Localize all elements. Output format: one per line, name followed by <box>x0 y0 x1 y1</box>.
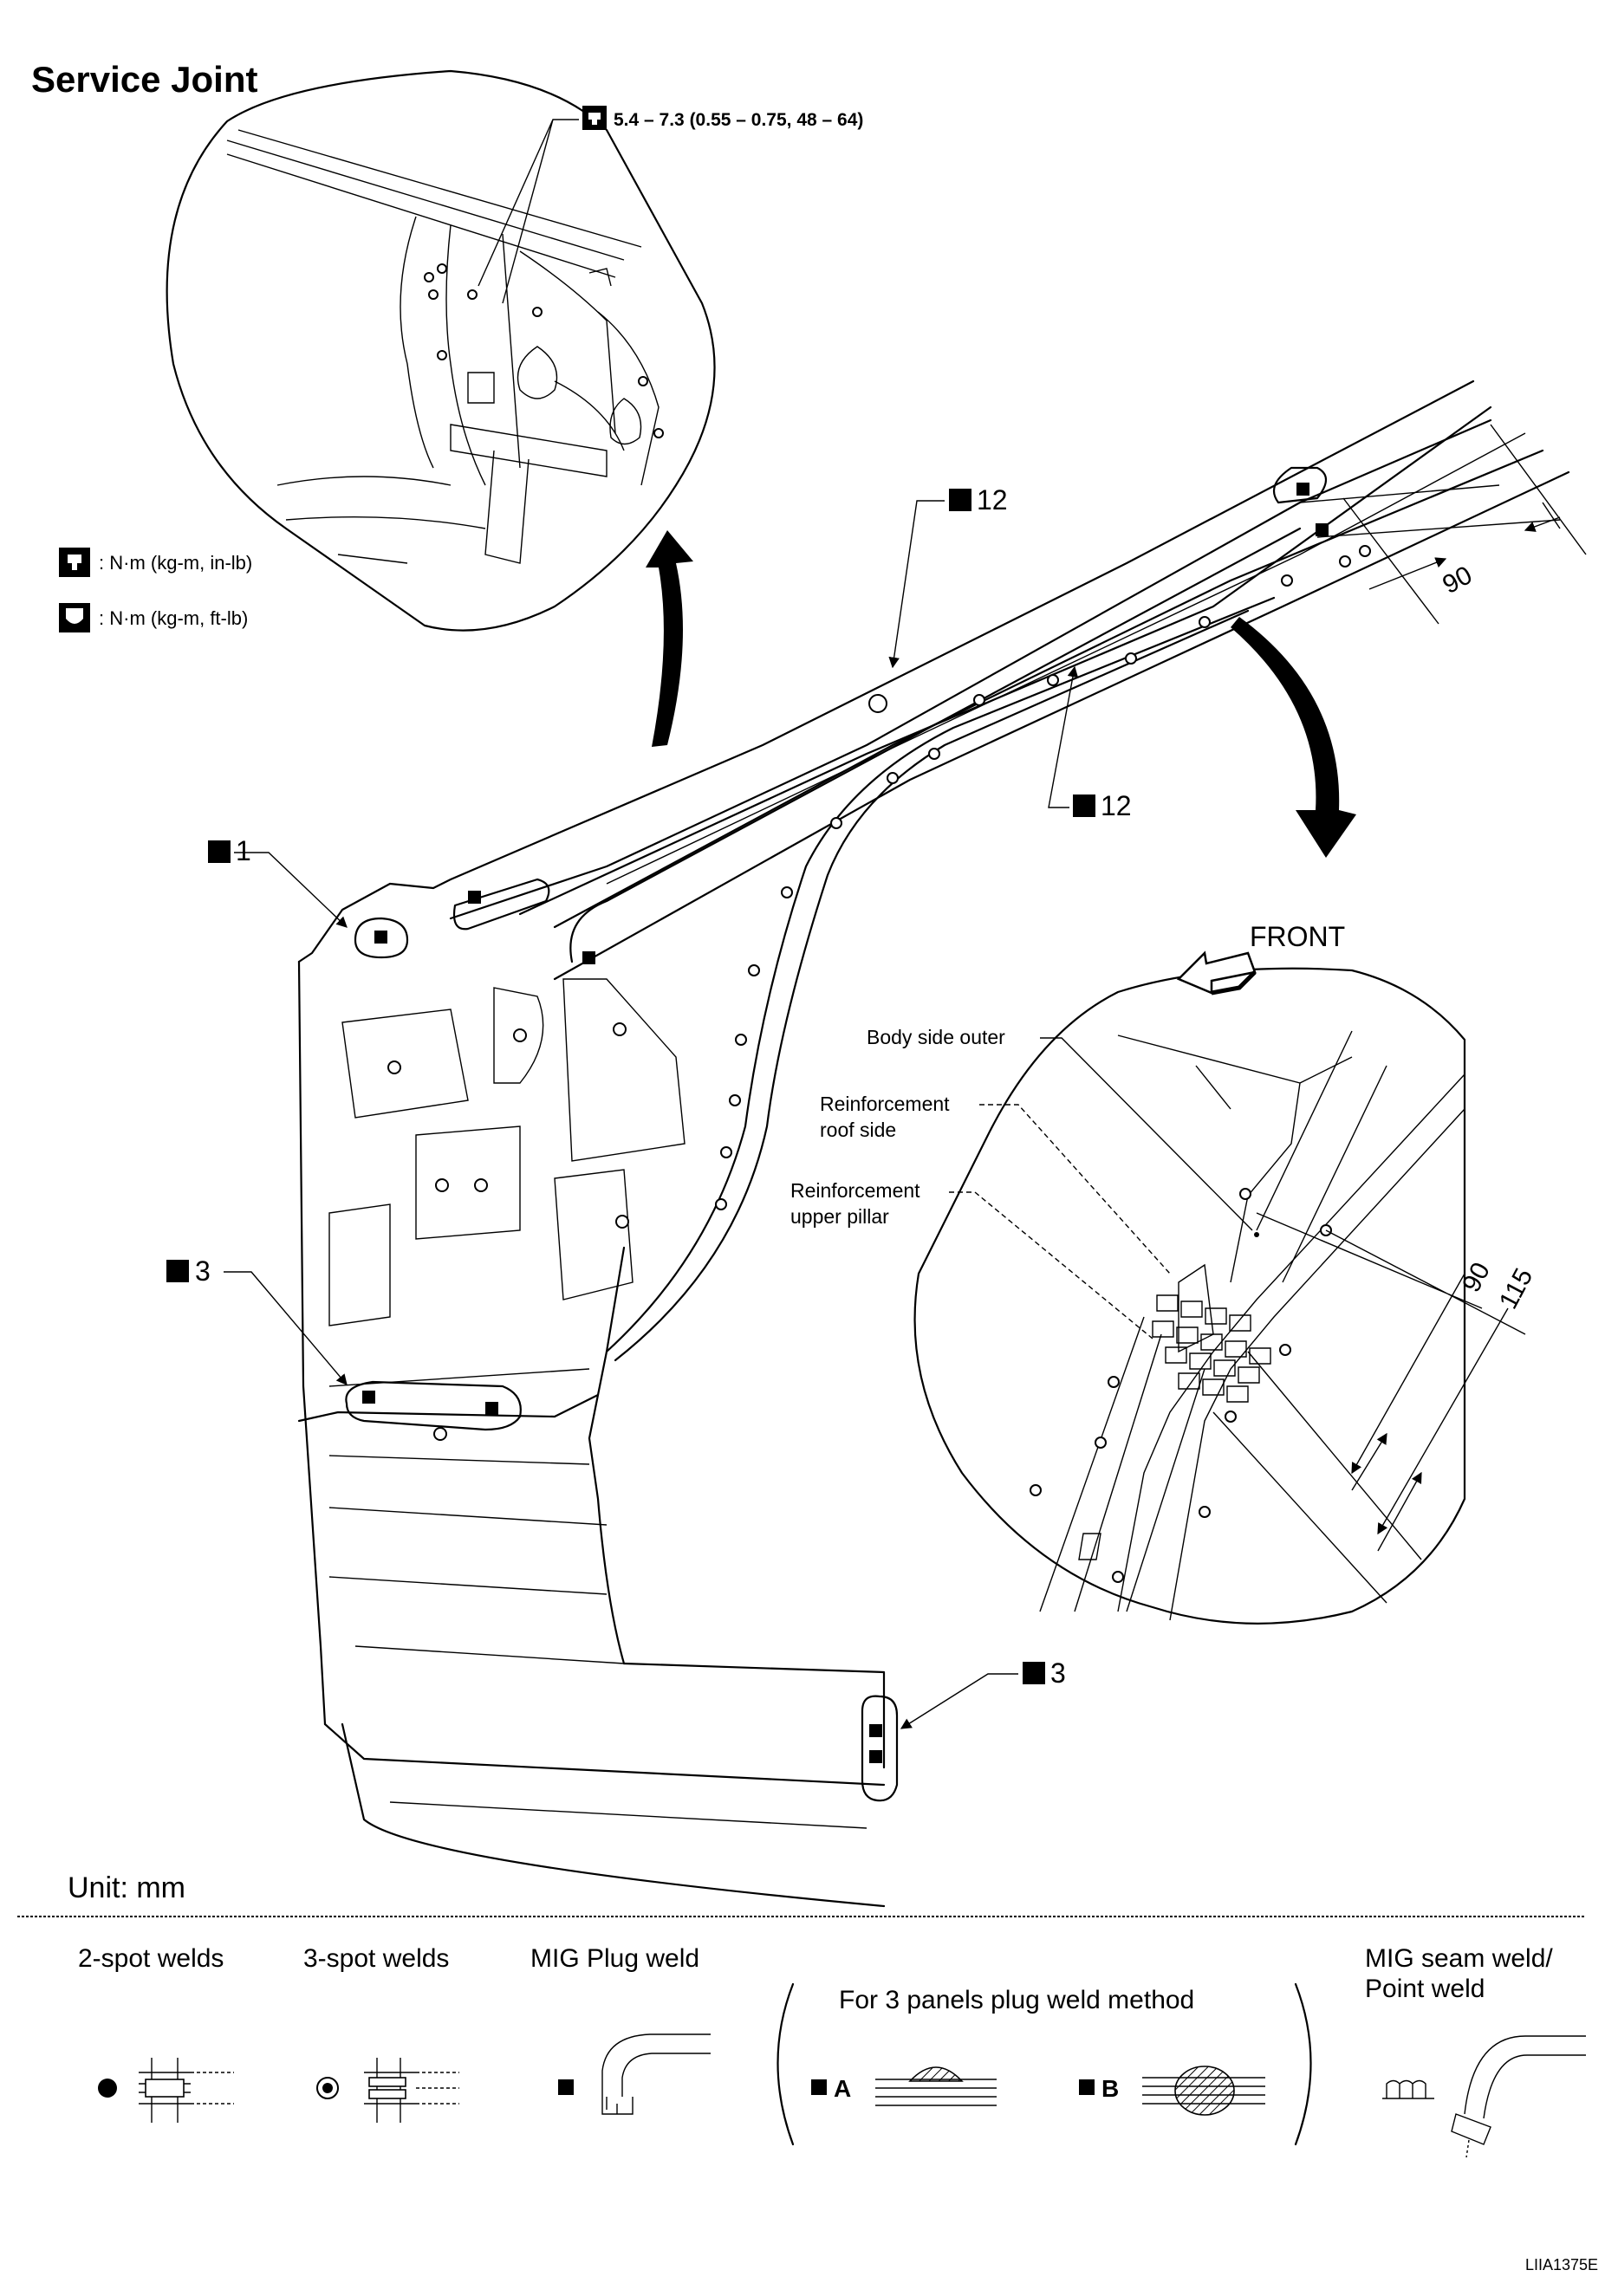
detail-dimension-90: 90 <box>1457 1258 1496 1297</box>
callout-3-left <box>166 1260 348 1385</box>
method-b-weld-icon <box>1142 2066 1265 2116</box>
callout-3-bottom-label: 3 <box>1050 1657 1066 1689</box>
detail-dimension-lines <box>1212 1212 1526 1604</box>
front-label: FRONT <box>1250 921 1345 952</box>
right-detail-view <box>913 967 1466 1625</box>
mig-seam-symbol-icon <box>1382 2079 1434 2099</box>
method-b-square-icon <box>1079 2079 1095 2095</box>
method-a-square-icon <box>811 2079 827 2095</box>
callout-3-bottom <box>900 1662 1045 1729</box>
legend-two-spot: 2-spot welds <box>78 1944 224 1973</box>
callout-3-left-label: 3 <box>195 1255 211 1287</box>
torque-leader <box>478 119 579 304</box>
label-reinf-roof-2: roof side <box>820 1119 896 1141</box>
leader-reinf-roof <box>979 1104 1171 1274</box>
torque-legend-ft-lb: : N·m (kg-m, ft-lb) <box>99 607 248 629</box>
method-a-weld-icon <box>875 2066 997 2106</box>
page-title: Service Joint <box>31 59 257 100</box>
leader-body-side-outer <box>1040 1037 1253 1231</box>
roof-dimension-90 <box>1342 424 1587 625</box>
legend-three-panel: For 3 panels plug weld method <box>839 1986 1194 2014</box>
two-spot-clamp-icon <box>139 2058 234 2123</box>
label-reinf-pillar-2: upper pillar <box>790 1205 889 1228</box>
legend-mig-seam-2: Point weld <box>1365 1975 1485 2003</box>
weld-marks <box>345 466 1329 1802</box>
detail-dimension-115: 115 <box>1494 1264 1539 1314</box>
three-spot-clamp-icon <box>364 2058 459 2123</box>
legend-paren-right <box>1294 1982 1312 2146</box>
mig-plug-square-icon <box>558 2079 574 2095</box>
method-b-label: B <box>1101 2075 1119 2102</box>
mig-seam-torch-icon <box>1451 2035 1586 2158</box>
callout-12-top <box>888 489 971 669</box>
curved-arrow-down <box>1231 617 1356 858</box>
figure-code: LIIA1375E <box>1525 2256 1598 2273</box>
pillar-assembly <box>297 379 1570 1908</box>
leader-reinf-pillar <box>949 1191 1153 1339</box>
callout-12-mid <box>1048 665 1095 817</box>
callout-12-top-label: 12 <box>977 484 1008 516</box>
legend-mig-seam-1: MIG seam weld/ <box>1365 1944 1553 1973</box>
torque-ft-lb-icon <box>59 603 90 632</box>
torque-legend-in-lb: : N·m (kg-m, in-lb) <box>99 552 252 574</box>
top-detail-view <box>166 69 716 632</box>
callout-1 <box>208 840 348 928</box>
weld-legend: 2-spot welds 3-spot welds MIG Plug weld … <box>78 1944 1586 2158</box>
legend-paren-left <box>777 1982 795 2146</box>
mig-plug-pipe-icon <box>601 2033 711 2115</box>
torque-in-lb-icon <box>59 548 90 577</box>
legend-three-spot: 3-spot welds <box>303 1944 449 1973</box>
roof-dimension-90-label: 90 <box>1438 561 1477 600</box>
label-reinf-roof-1: Reinforcement <box>820 1093 950 1115</box>
label-reinf-pillar-1: Reinforcement <box>790 1179 920 1202</box>
front-arrow-icon <box>1176 950 1257 996</box>
callout-1-label: 1 <box>236 835 251 866</box>
method-a-label: A <box>834 2075 851 2102</box>
curved-arrow-up <box>646 530 693 747</box>
stacked-weld-cubes <box>1152 1294 1271 1403</box>
torque-spec: 5.4 – 7.3 (0.55 – 0.75, 48 – 64) <box>614 110 863 130</box>
label-body-side-outer: Body side outer <box>867 1026 1005 1048</box>
callout-12-mid-label: 12 <box>1101 790 1132 821</box>
pillar-holes <box>387 545 1371 1441</box>
torque-icon <box>582 106 607 130</box>
two-spot-dot-icon <box>98 2079 117 2098</box>
unit-label: Unit: mm <box>68 1871 185 1904</box>
legend-mig-plug: MIG Plug weld <box>530 1944 699 1973</box>
